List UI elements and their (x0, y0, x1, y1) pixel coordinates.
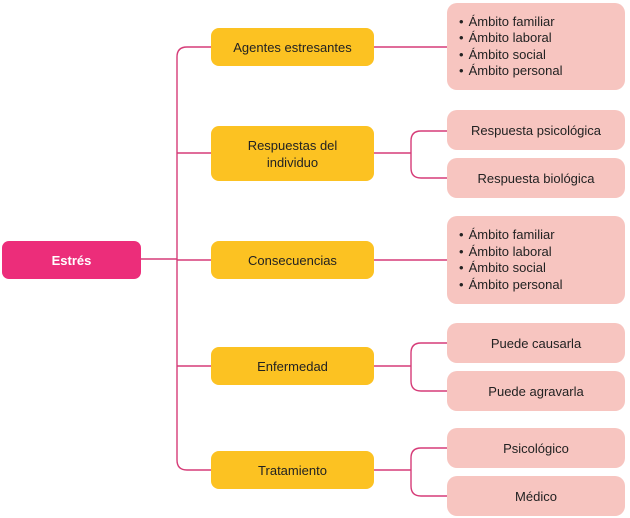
list-item: Ámbito familiar (459, 227, 563, 244)
connector-tratamiento (374, 447, 447, 497)
list-item: Ámbito personal (459, 277, 563, 294)
branch-label: Consecuencias (248, 252, 337, 268)
connector-enfermedad (374, 342, 447, 392)
root-label: Estrés (51, 252, 92, 268)
list-box-agentes: Ámbito familiar Ámbito laboral Ámbito so… (447, 3, 625, 90)
list-box-consecuencias: Ámbito familiar Ámbito laboral Ámbito so… (447, 216, 625, 304)
branch-label: Agentes estresantes (233, 39, 352, 55)
leaf-medico: Médico (447, 476, 625, 516)
leaf-label: Respuesta biológica (477, 170, 595, 186)
list-item: Ámbito social (459, 47, 563, 64)
list-item: Ámbito laboral (459, 30, 563, 47)
leaf-respuesta-psicologica: Respuesta psicológica (447, 110, 625, 150)
branch-respuestas-del-individuo: Respuestas del individuo (211, 126, 374, 181)
leaf-label: Médico (515, 488, 557, 504)
leaf-respuesta-biologica: Respuesta biológica (447, 158, 625, 198)
connector-respuestas (374, 130, 447, 179)
ambitos-list: Ámbito familiar Ámbito laboral Ámbito so… (459, 227, 563, 293)
leaf-puede-causarla: Puede causarla (447, 323, 625, 363)
leaf-label: Respuesta psicológica (470, 122, 602, 138)
leaf-puede-agravarla: Puede agravarla (447, 371, 625, 411)
branch-label: Tratamiento (258, 462, 327, 478)
list-item: Ámbito social (459, 260, 563, 277)
list-item: Ámbito familiar (459, 14, 563, 31)
list-item: Ámbito personal (459, 63, 563, 80)
branch-consecuencias: Consecuencias (211, 241, 374, 279)
leaf-label: Puede agravarla (488, 383, 584, 399)
leaf-label: Puede causarla (490, 335, 582, 351)
root-node-estres: Estrés (2, 241, 141, 279)
list-item: Ámbito laboral (459, 244, 563, 261)
branch-enfermedad: Enfermedad (211, 347, 374, 385)
connector-spine (176, 46, 211, 471)
branch-tratamiento: Tratamiento (211, 451, 374, 489)
branch-label: Respuestas del individuo (247, 137, 338, 170)
branch-agentes-estresantes: Agentes estresantes (211, 28, 374, 66)
leaf-label: Psicológico (503, 440, 569, 456)
leaf-psicologico: Psicológico (447, 428, 625, 468)
branch-label: Enfermedad (257, 358, 328, 374)
ambitos-list: Ámbito familiar Ámbito laboral Ámbito so… (459, 14, 563, 80)
